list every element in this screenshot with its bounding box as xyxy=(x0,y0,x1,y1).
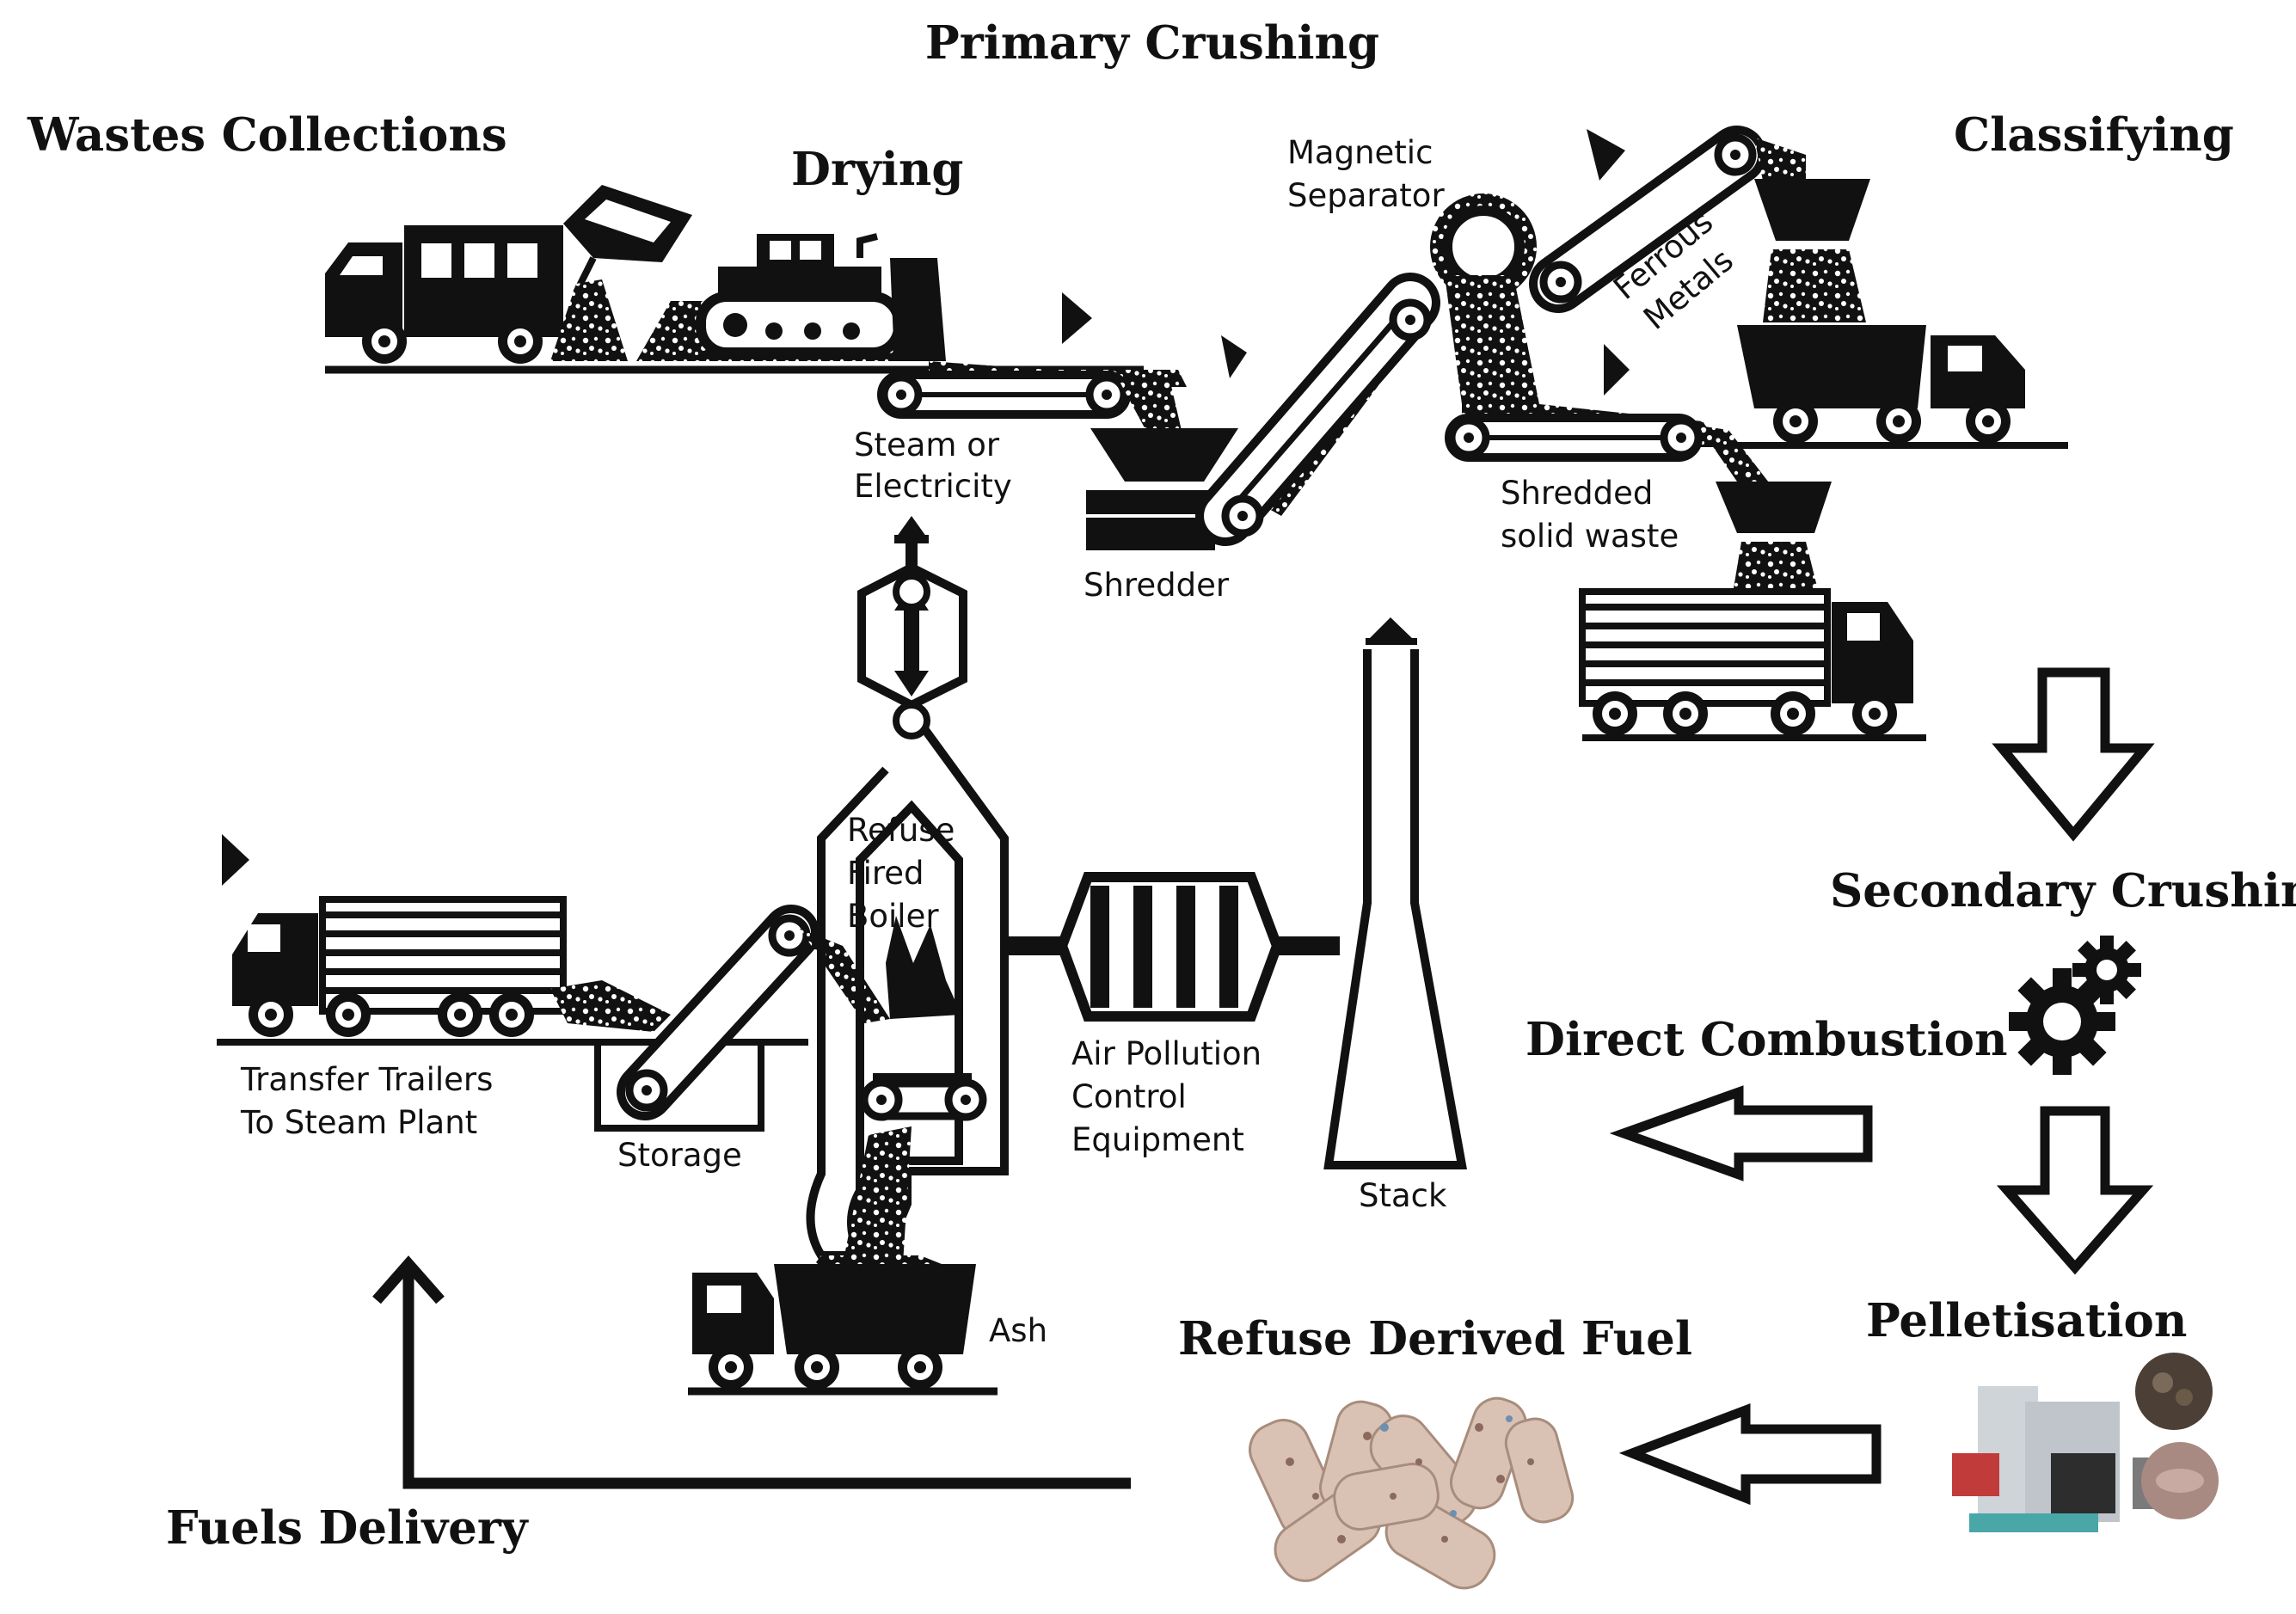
rdf-pellets-image xyxy=(1249,1396,1575,1590)
label-ash: Ash xyxy=(989,1312,1047,1349)
arrow-left-refuse-derived-fuel xyxy=(1618,1403,1882,1506)
label-steam-or-electricity-2: Electricity xyxy=(854,468,1012,505)
stage-primary-crushing: Primary Crushing xyxy=(925,16,1379,70)
stage-secondary-crushing: Secondary Crushing xyxy=(1830,864,2296,917)
label-air-pollution-2: Control xyxy=(1071,1078,1187,1115)
label-boiler-1: Refuse xyxy=(847,812,955,849)
arrow-down-to-pelletisation xyxy=(1996,1106,2154,1275)
label-transfer-trailers-2: To Steam Plant xyxy=(240,1104,477,1141)
gears-icon xyxy=(2009,936,2141,1075)
bulldozer xyxy=(636,233,946,361)
steam-generator xyxy=(857,516,967,739)
label-air-pollution-1: Air Pollution xyxy=(1071,1035,1262,1072)
label-magnetic-separator-2: Separator xyxy=(1287,177,1445,214)
arrow-right-small-trailer xyxy=(222,834,249,886)
arrow-fuels-delivery xyxy=(372,1255,1131,1489)
shredded-waste-truck xyxy=(1579,482,1926,741)
ash-truck xyxy=(688,1255,998,1396)
pellet-mill-machine xyxy=(1952,1353,2219,1532)
drying-conveyor xyxy=(877,292,1187,434)
ferrous-conveyor xyxy=(1529,126,1806,313)
shredded-waste-conveyor xyxy=(1445,344,1771,486)
label-magnetic-separator-1: Magnetic xyxy=(1287,134,1433,171)
shredder xyxy=(1086,428,1238,550)
stage-pelletisation: Pelletisation xyxy=(1866,1294,2187,1347)
label-transfer-trailers-1: Transfer Trailers xyxy=(240,1061,493,1098)
label-boiler-3: Boiler xyxy=(847,898,939,935)
label-shredded-solid-waste-2: solid waste xyxy=(1501,518,1679,555)
label-stack: Stack xyxy=(1359,1177,1447,1214)
label-storage: Storage xyxy=(617,1137,742,1174)
label-steam-or-electricity-1: Steam or xyxy=(854,427,1000,463)
arrow-down-to-secondary-crushing xyxy=(1992,667,2155,842)
stage-drying: Drying xyxy=(791,143,963,196)
stage-wastes-collections: Wastes Collections xyxy=(27,108,507,162)
label-shredded-solid-waste-1: Shredded xyxy=(1501,475,1653,512)
stage-classifying: Classifying xyxy=(1954,108,2234,162)
collection-truck xyxy=(325,185,1144,374)
stage-refuse-derived-fuel: Refuse Derived Fuel xyxy=(1178,1312,1692,1365)
stack xyxy=(1323,617,1467,1169)
arrow-left-direct-combustion xyxy=(1609,1085,1873,1181)
storage-conveyor xyxy=(550,905,890,1132)
stage-fuels-delivery: Fuels Delivery xyxy=(166,1501,530,1555)
label-boiler-2: Fired xyxy=(847,855,924,892)
refuse-fired-boiler xyxy=(806,718,1009,1264)
label-shredder: Shredder xyxy=(1084,567,1230,604)
air-pollution-control xyxy=(1004,872,1340,1022)
label-air-pollution-3: Equipment xyxy=(1071,1121,1244,1158)
ferrous-truck xyxy=(1737,179,2068,449)
stage-direct-combustion: Direct Combustion xyxy=(1526,1013,2008,1066)
magnetic-separator xyxy=(1430,193,1539,404)
magnetic-conveyor xyxy=(1195,273,1440,546)
